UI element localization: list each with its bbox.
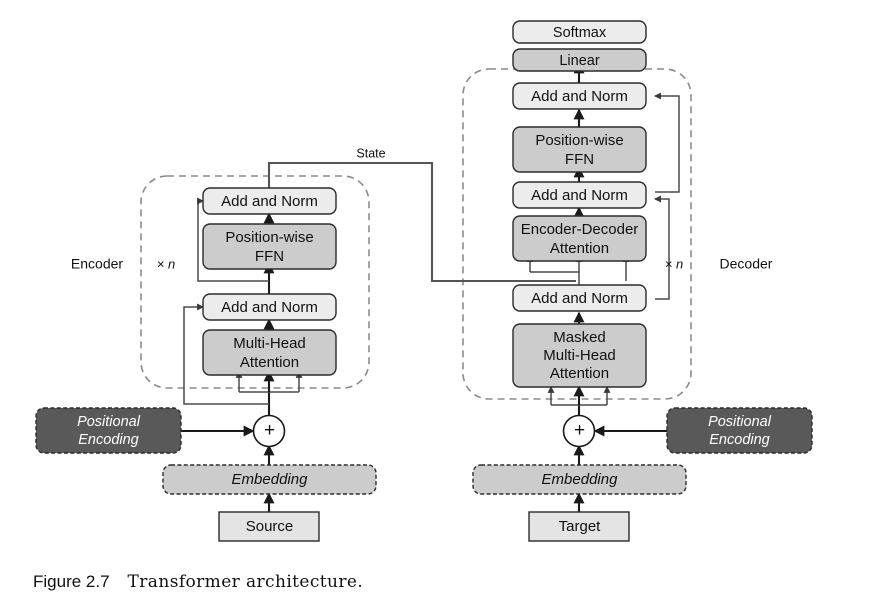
decoder-cross-attention-label-line1: Encoder-Decoder bbox=[521, 221, 639, 238]
encoder-ffn-label-line1: Position-wise bbox=[225, 229, 313, 246]
encoder-add-norm-top[interactable]: Add and Norm bbox=[202, 187, 337, 215]
source-embedding-label: Embedding bbox=[232, 471, 309, 488]
source-plus-icon: + bbox=[264, 420, 275, 441]
decoder-add-norm-bottom[interactable]: Add and Norm bbox=[512, 284, 647, 312]
encoder-residual-2 bbox=[197, 197, 269, 282]
state-label: State bbox=[356, 146, 385, 160]
target-positional-encoding-label-line2: Encoding bbox=[709, 432, 769, 448]
encoder-ffn[interactable]: Position-wise FFN bbox=[202, 223, 337, 270]
encoder-add-norm-top-label: Add and Norm bbox=[221, 193, 318, 210]
source-positional-encoding-label-line1: Positional bbox=[77, 414, 141, 430]
decoder-linear[interactable]: Linear bbox=[512, 48, 647, 72]
decoder-add-norm-mid[interactable]: Add and Norm bbox=[512, 181, 647, 209]
encoder-repeat-label: × n bbox=[157, 256, 175, 271]
decoder-cross-attention-label-line2: Attention bbox=[550, 240, 609, 257]
decoder-linear-label: Linear bbox=[559, 53, 599, 69]
decoder-label: Decoder bbox=[720, 256, 773, 272]
source-input-label: Source bbox=[246, 518, 294, 535]
target-positional-encoding[interactable]: Positional Encoding bbox=[666, 407, 813, 454]
decoder-add-norm-top[interactable]: Add and Norm bbox=[512, 82, 647, 110]
encoder-attention-label-line2: Attention bbox=[240, 354, 299, 371]
target-input-label: Target bbox=[559, 518, 602, 535]
target-plus-icon: + bbox=[574, 420, 585, 441]
target-embedding[interactable]: Embedding bbox=[472, 464, 687, 495]
decoder-softmax[interactable]: Softmax bbox=[512, 20, 647, 44]
encoder-add-norm-bottom[interactable]: Add and Norm bbox=[202, 293, 337, 321]
source-add-node[interactable]: + bbox=[252, 414, 286, 448]
decoder-selfattn-out-bar bbox=[530, 271, 580, 285]
decoder-softmax-label: Softmax bbox=[553, 25, 607, 41]
source-input[interactable]: Source bbox=[218, 511, 320, 542]
target-positional-encoding-label-line1: Positional bbox=[708, 414, 772, 430]
target-embedding-label: Embedding bbox=[542, 471, 619, 488]
target-add-node[interactable]: + bbox=[562, 414, 596, 448]
figure-caption-title: Transformer architecture. bbox=[127, 572, 364, 592]
encoder-add-norm-bottom-label: Add and Norm bbox=[221, 299, 318, 316]
decoder-ffn[interactable]: Position-wise FFN bbox=[512, 126, 647, 173]
decoder-residual-1 bbox=[654, 195, 670, 300]
decoder-add-norm-mid-label: Add and Norm bbox=[531, 187, 628, 204]
decoder-add-norm-bottom-label: Add and Norm bbox=[531, 290, 628, 307]
decoder-ffn-label-line1: Position-wise bbox=[535, 132, 623, 149]
decoder-repeat-label: × n bbox=[665, 256, 683, 271]
decoder-masked-attention-label-line1: Masked bbox=[553, 329, 606, 346]
source-embedding[interactable]: Embedding bbox=[162, 464, 377, 495]
encoder-multi-head-attention[interactable]: Multi-Head Attention bbox=[202, 329, 337, 376]
decoder-masked-multi-head-attention[interactable]: Masked Multi-Head Attention bbox=[512, 323, 647, 388]
encoder-label: Encoder bbox=[71, 256, 123, 272]
encoder-attention-label-line1: Multi-Head bbox=[233, 335, 306, 352]
decoder-add-norm-top-label: Add and Norm bbox=[531, 88, 628, 105]
source-positional-encoding[interactable]: Positional Encoding bbox=[35, 407, 182, 454]
encoder-ffn-label-line2: FFN bbox=[255, 248, 284, 265]
figure-caption: Figure 2.7 Transformer architecture. bbox=[33, 572, 363, 592]
encoder-residual-1 bbox=[183, 303, 269, 405]
decoder-masked-attention-label-line2: Multi-Head bbox=[543, 347, 616, 364]
state-connection bbox=[267, 161, 576, 283]
source-positional-encoding-label-line2: Encoding bbox=[78, 432, 138, 448]
target-input[interactable]: Target bbox=[528, 511, 630, 542]
decoder-masked-attention-label-line3: Attention bbox=[550, 365, 609, 382]
decoder-encoder-decoder-attention[interactable]: Encoder-Decoder Attention bbox=[512, 215, 647, 262]
figure-caption-number: Figure 2.7 bbox=[33, 572, 110, 591]
encoder-container bbox=[140, 175, 370, 389]
decoder-ffn-label-line2: FFN bbox=[565, 151, 594, 168]
decoder-residual-2 bbox=[654, 92, 680, 193]
